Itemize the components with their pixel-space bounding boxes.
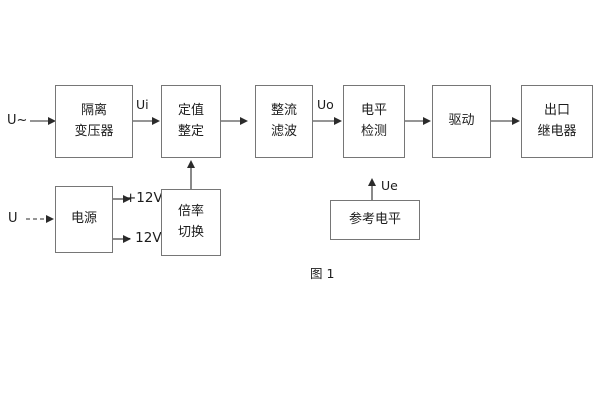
block-rectify-filter-line2: 滤波 [270,123,297,139]
connector-drive-to-output-relay [491,117,520,125]
block-reference-level-line1: 参考电平 [348,211,401,227]
block-output-relay[interactable]: 出口 继电器 [521,85,593,158]
block-level-detect[interactable]: 电平 检测 [343,85,405,158]
block-rectify-filter[interactable]: 整流 滤波 [255,85,313,158]
signal-label-input-ac: U~ [7,113,28,128]
connector-isolation-transformer-to-setting-adjust [133,117,160,125]
block-output-relay-line2: 继电器 [537,123,577,139]
block-multiplier-switch-line2: 切换 [177,224,204,240]
connector-input-dc-to-power-supply [26,215,54,223]
block-reference-level[interactable]: 参考电平 [330,200,420,240]
block-power-supply-line1: 电源 [70,211,97,227]
block-isolation-transformer-line2: 变压器 [74,123,114,139]
rail-label-negative-12v: - 12V [126,230,162,246]
block-drive[interactable]: 驱动 [432,85,491,158]
connector-input-ac-to-isolation-transformer [30,117,56,125]
signal-label-uo: Uo [317,97,334,112]
block-rectify-filter-line1: 整流 [270,103,297,119]
connector-reference-level-to-level-detect [368,178,376,200]
block-isolation-transformer-line1: 隔离 [80,103,107,119]
connector-level-detect-to-drive [405,117,431,125]
signal-label-ue: Ue [381,178,398,193]
block-drive-line1: 驱动 [448,113,475,129]
signal-label-ui: Ui [136,97,149,112]
connector-multiplier-switch-to-setting-adjust [187,160,195,189]
signal-label-input-dc: U [8,211,18,226]
block-multiplier-switch[interactable]: 倍率 切换 [161,189,221,256]
block-level-detect-line1: 电平 [360,103,387,119]
block-output-relay-line1: 出口 [543,103,570,119]
block-setting-adjust-line2: 整定 [177,123,204,139]
connector-setting-adjust-to-rectify-filter [221,117,248,125]
figure-caption: 图 1 [310,266,335,281]
connector-rectify-filter-to-level-detect [313,117,342,125]
rail-label-positive-12v: +12V [125,190,163,206]
block-setting-adjust[interactable]: 定值 整定 [161,85,221,158]
block-isolation-transformer[interactable]: 隔离 变压器 [55,85,133,158]
block-setting-adjust-line1: 定值 [177,103,204,119]
block-power-supply[interactable]: 电源 [55,186,113,253]
block-level-detect-line2: 检测 [360,123,387,139]
block-multiplier-switch-line1: 倍率 [177,204,204,220]
